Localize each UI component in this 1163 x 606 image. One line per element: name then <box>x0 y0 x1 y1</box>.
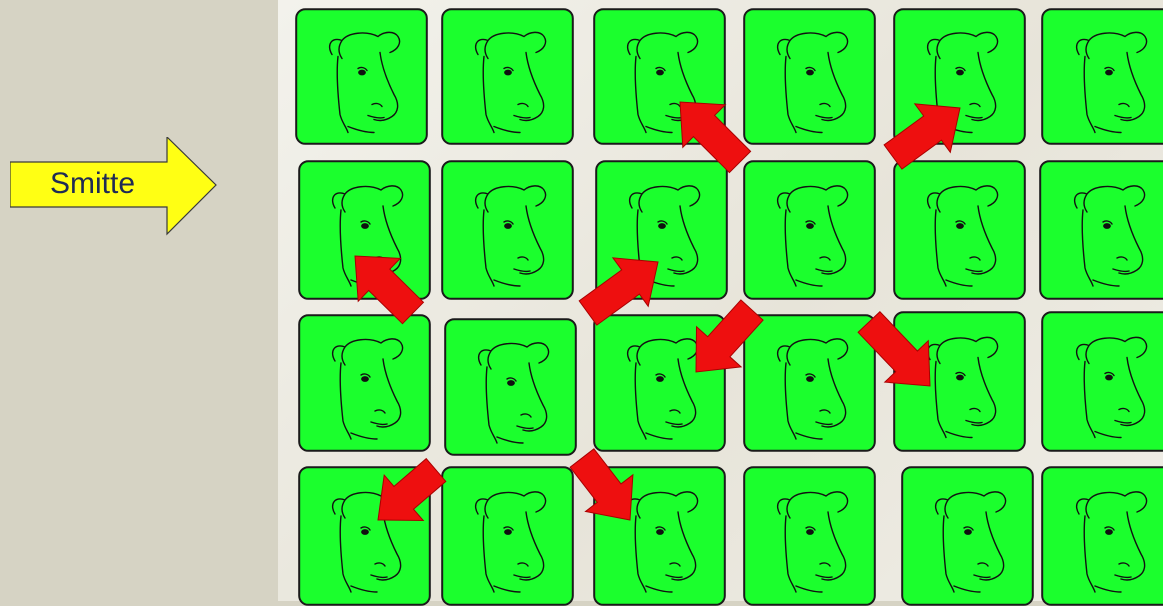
cow-tile <box>444 318 577 456</box>
cow-tile <box>893 8 1026 145</box>
cow-tile <box>743 8 876 145</box>
cow-tile <box>893 160 1026 300</box>
cow-tile <box>298 466 431 606</box>
smitte-arrow: Smitte <box>10 137 220 242</box>
cow-tile <box>1041 466 1163 606</box>
cow-tile <box>1039 160 1163 300</box>
cow-tile <box>743 466 876 606</box>
cow-tile <box>595 160 728 300</box>
cow-tile <box>593 314 726 452</box>
cow-tile <box>1041 311 1163 452</box>
cow-tile <box>893 311 1026 452</box>
cow-tile <box>298 160 431 300</box>
cow-tile <box>1041 8 1163 145</box>
cow-tile <box>441 160 574 300</box>
cow-tile <box>441 466 574 606</box>
cow-tile <box>743 160 876 300</box>
cow-tile <box>901 466 1034 606</box>
cow-tile <box>743 314 876 452</box>
cow-tile <box>298 314 431 452</box>
cow-tile <box>441 8 574 145</box>
cow-tile <box>593 8 726 145</box>
cow-tile <box>593 466 726 606</box>
cow-tile <box>295 8 428 145</box>
